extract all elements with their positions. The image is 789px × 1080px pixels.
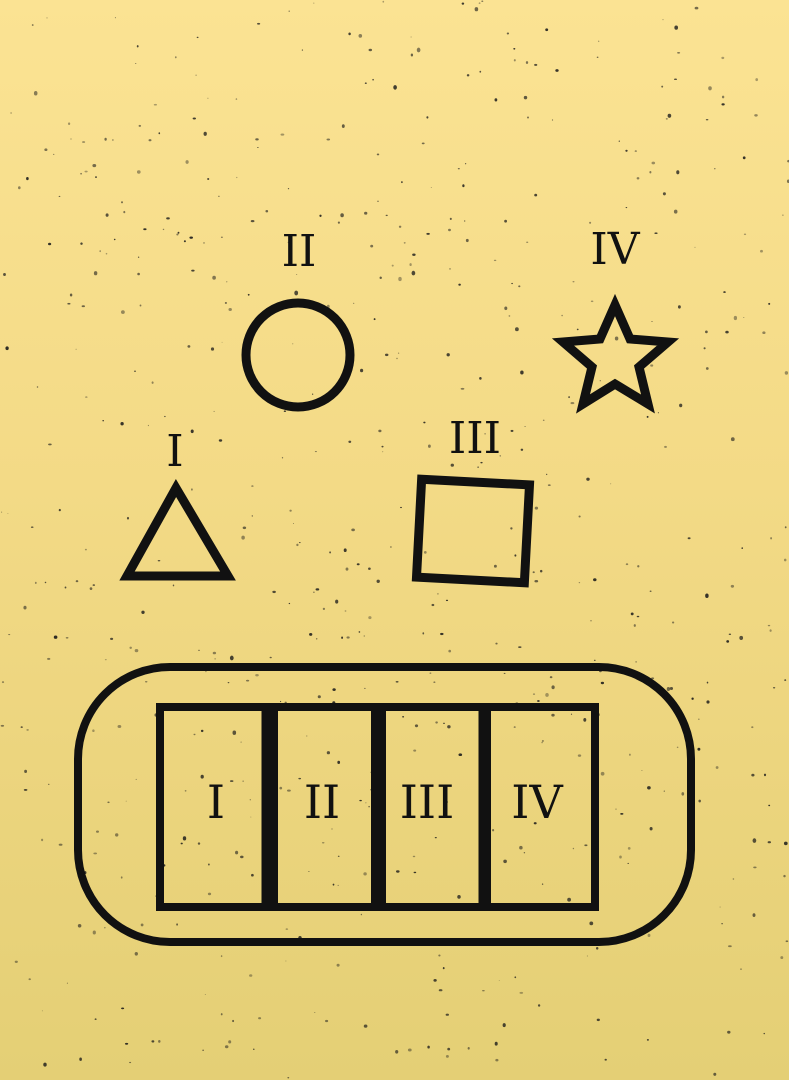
piece-star[interactable]: IV bbox=[551, 224, 680, 414]
drop-slot-ii[interactable]: II bbox=[270, 703, 379, 911]
tray-outline bbox=[74, 663, 695, 946]
slot-label-i: I bbox=[207, 775, 225, 829]
drop-slot-iv[interactable]: IV bbox=[483, 703, 599, 911]
drop-tray: I II III IV bbox=[74, 663, 695, 946]
piece-triangle[interactable]: I bbox=[119, 426, 236, 581]
slot-label-iv: IV bbox=[511, 775, 563, 829]
star-icon bbox=[551, 293, 680, 414]
circle-icon bbox=[241, 298, 355, 412]
piece-label-iii: III bbox=[449, 413, 501, 464]
piece-label-iv: IV bbox=[590, 224, 640, 275]
piece-square[interactable]: III bbox=[411, 413, 535, 588]
slot-label-iii: III bbox=[400, 775, 455, 829]
triangle-icon bbox=[119, 478, 236, 581]
drop-slot-i[interactable]: I bbox=[156, 703, 270, 911]
drop-slot-iii[interactable]: III bbox=[378, 703, 487, 911]
piece-circle[interactable]: II bbox=[241, 226, 355, 412]
piece-label-ii: II bbox=[282, 226, 317, 277]
piece-label-i: I bbox=[166, 426, 183, 477]
slot-label-ii: II bbox=[304, 775, 340, 829]
square-icon bbox=[411, 474, 535, 588]
